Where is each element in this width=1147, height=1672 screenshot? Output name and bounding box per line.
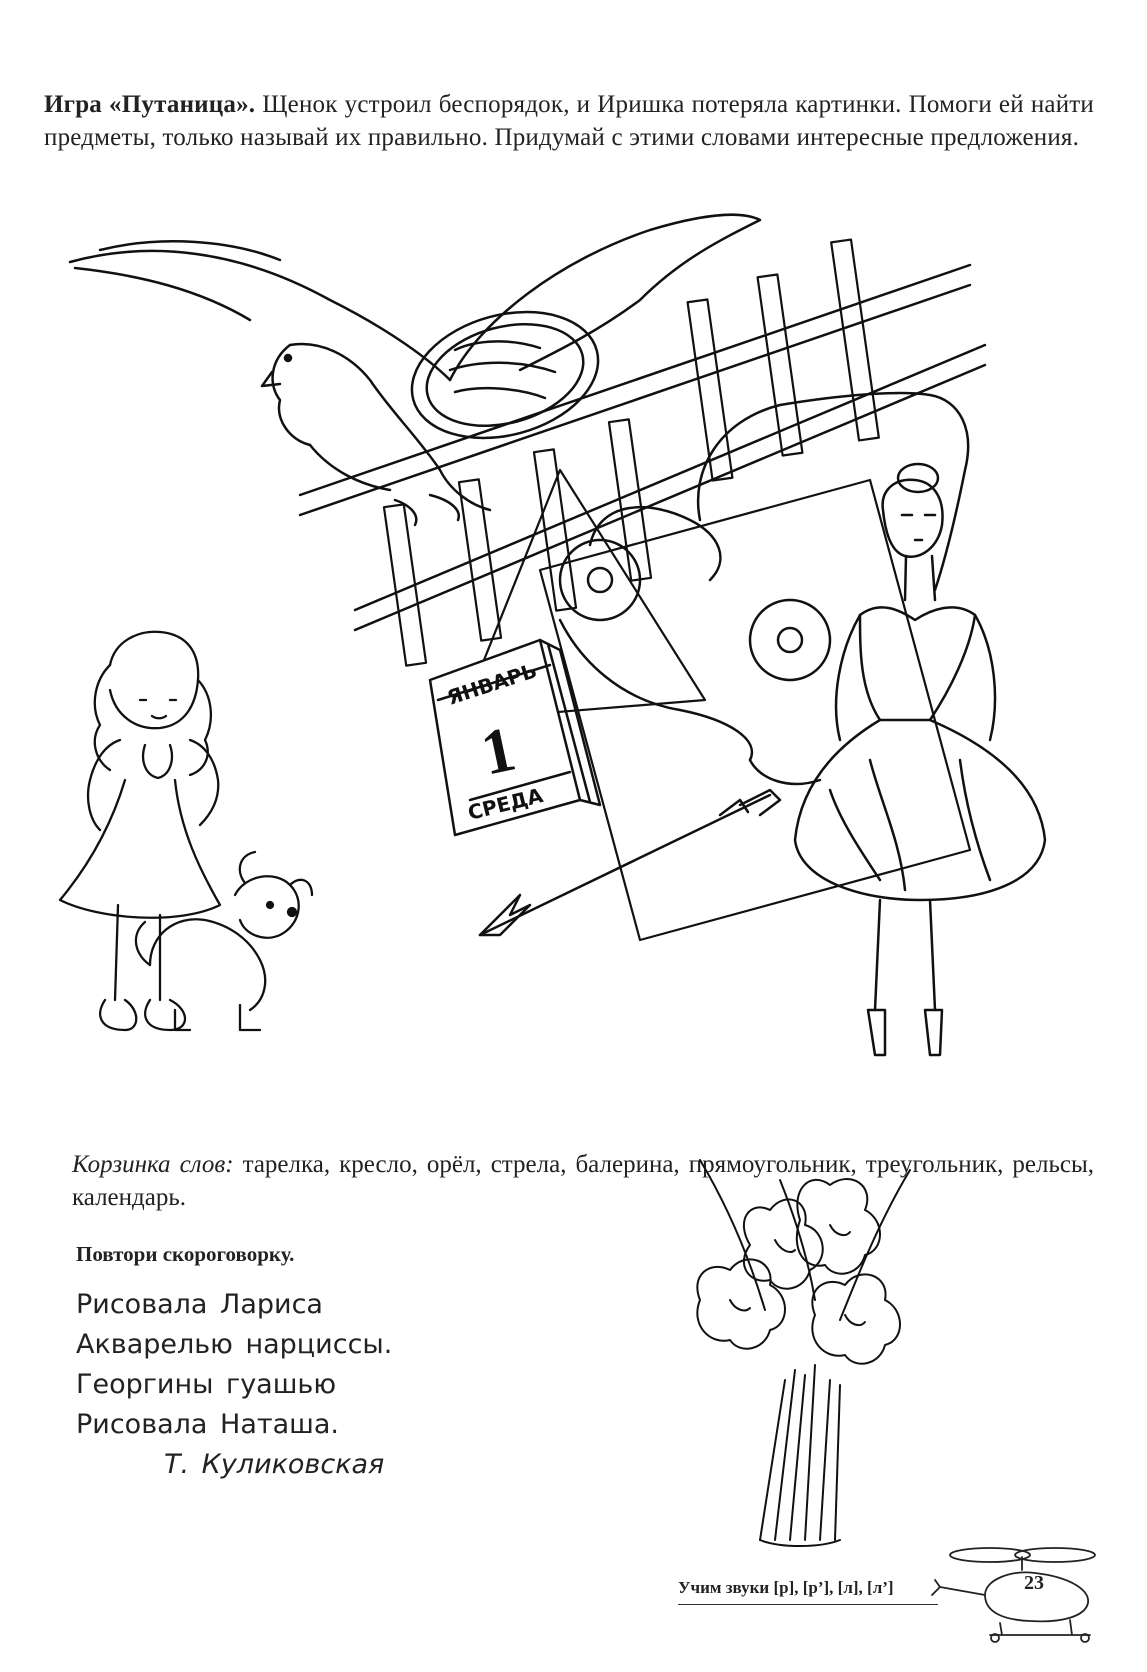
rectangle-drawing: [540, 480, 970, 940]
arrow-drawing: [480, 790, 780, 935]
word-basket-words: тарелка, кресло, орёл, стрела, балерина,…: [72, 1151, 1094, 1211]
tongue-twister-poem: Рисовала Лариса Акварелью нарциссы. Геор…: [76, 1285, 392, 1485]
eagle-drawing: [70, 215, 760, 525]
puppy-drawing: [136, 852, 312, 1030]
ballerina-drawing: [795, 464, 1045, 1055]
intro-text: Щенок устроил беспорядок, и Иришка потер…: [44, 91, 1094, 151]
calendar-drawing: [430, 640, 600, 835]
intro-paragraph: Игра «Путаница». Щенок устроил беспорядо…: [44, 88, 1094, 154]
footer-rule: [678, 1604, 938, 1605]
rails-drawing: [300, 240, 985, 666]
word-basket-label: Корзинка слов:: [72, 1151, 234, 1178]
poem-line: Георгины гуашью: [76, 1369, 337, 1400]
poem-line: Акварелью нарциссы.: [76, 1329, 393, 1360]
tongue-twister-heading: Повтори скороговорку.: [76, 1242, 295, 1266]
plate-drawing: [398, 292, 613, 457]
flowers-drawing: [690, 1150, 920, 1550]
armchair-drawing: [560, 393, 968, 784]
word-basket: Корзинка слов: тарелка, кресло, орёл, ст…: [72, 1148, 1094, 1214]
footer-section-title: Учим звуки [р], [р’], [л], [л’]: [678, 1578, 894, 1597]
girl-puppy-drawing: [0, 0, 1147, 1150]
triangle-drawing: [460, 470, 705, 720]
page-number: 23: [1024, 1572, 1044, 1594]
game-title: Игра «Путаница».: [44, 91, 256, 118]
poem-line: Рисовала Наташа.: [76, 1409, 339, 1440]
girl-drawing: [60, 632, 220, 1030]
poem-author: Т. Куликовская: [164, 1449, 385, 1480]
tangle-illustration: ЯНВАРЬ 1 СРЕДА: [0, 0, 1147, 1150]
helicopter-icon: [930, 1535, 1110, 1655]
poem-line: Рисовала Лариса: [76, 1289, 323, 1320]
